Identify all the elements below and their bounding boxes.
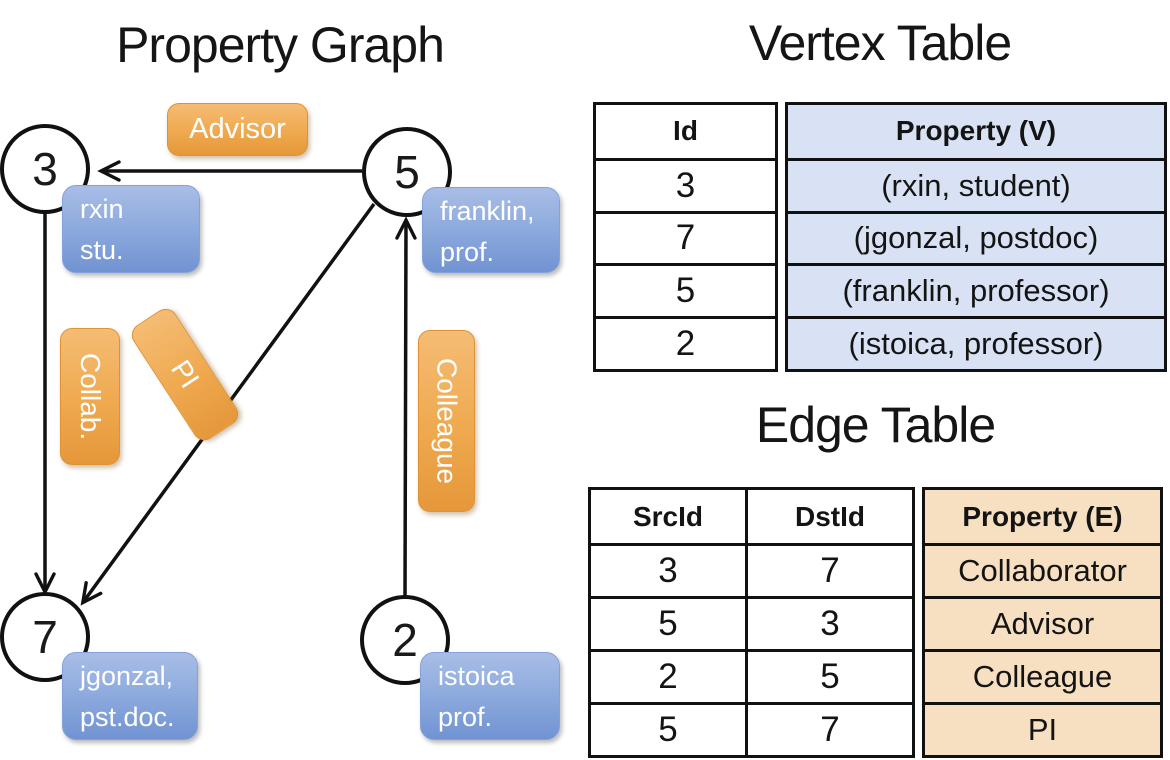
- node-id-label: 3: [32, 143, 58, 195]
- vertex-table-property-column: Property (V) (rxin, student) (jgonzal, p…: [785, 102, 1167, 372]
- edge-label-collab: Collab.: [60, 328, 120, 465]
- edge-table-src-cell: 3: [658, 551, 678, 590]
- vertex-property-line: jgonzal,: [80, 661, 174, 691]
- edge-table-header-srcid: SrcId: [632, 500, 704, 532]
- vertex-property-line: prof.: [440, 237, 495, 267]
- edge-table-dst-cell: 3: [745, 599, 912, 649]
- vertex-property-line: pst.doc.: [80, 702, 175, 732]
- edge-table-id-columns: SrcId DstId 3 7 5 3 2 5 5 7: [588, 487, 915, 758]
- vertex-table-property-cell: (rxin, student): [788, 157, 1164, 211]
- edge-table-dst-cell: 5: [745, 652, 912, 702]
- vertex-table-header-property: Property (V): [895, 115, 1057, 147]
- edge-table-src-cell: 5: [658, 710, 678, 749]
- node-circle-5: 5: [362, 127, 452, 217]
- edge-table-header-dstid: DstId: [745, 490, 912, 543]
- vertex-table-property-cell: (istoica, professor): [788, 316, 1164, 369]
- node-id-label: 2: [392, 614, 418, 666]
- node-id-label: 5: [394, 146, 420, 198]
- vertex-table-id-cell: 7: [596, 210, 775, 264]
- node-id-label: 7: [32, 611, 58, 663]
- edge-table-src-cell: 5: [658, 604, 678, 643]
- vertex-table-header-id: Id: [673, 115, 698, 147]
- edge-label-colleague: Colleague: [418, 330, 475, 512]
- vertex-property-box-franklin: franklin, prof.: [422, 187, 560, 273]
- vertex-property-box-istoica: istoica prof.: [420, 652, 560, 740]
- vertex-table-id-cell: 5: [596, 263, 775, 316]
- edge-table-property-cell: PI: [925, 702, 1160, 755]
- edge-arrow-2-to-5: [395, 216, 417, 599]
- edge-table-dst-cell: 7: [745, 546, 912, 596]
- vertex-property-line: stu.: [80, 235, 124, 265]
- vertex-table-id-column: Id 3 7 5 2: [593, 102, 778, 372]
- edge-table-header-property: Property (E): [962, 500, 1123, 532]
- node-circle-2: 2: [360, 595, 450, 685]
- vertex-property-line: rxin: [80, 194, 124, 224]
- vertex-property-line: istoica: [438, 661, 515, 691]
- vertex-table-id-cell: 3: [596, 157, 775, 211]
- edge-label-advisor: Advisor: [167, 103, 308, 156]
- vertex-table-property-cell: (jgonzal, postdoc): [788, 210, 1164, 264]
- edge-table-dst-cell: 7: [745, 705, 912, 755]
- vertex-table-id-cell: 2: [596, 316, 775, 369]
- vertex-table-title: Vertex Table: [748, 15, 1012, 71]
- property-graph-title: Property Graph: [116, 17, 445, 73]
- vertex-property-box-rxin: rxin stu.: [62, 185, 200, 273]
- vertex-property-line: prof.: [438, 702, 493, 732]
- edge-table-src-cell: 2: [658, 657, 678, 696]
- edge-table-property-cell: Collaborator: [925, 543, 1160, 596]
- vertex-table-property-cell: (franklin, professor): [788, 263, 1164, 316]
- edge-table-property-column: Property (E) Collaborator Advisor Collea…: [922, 487, 1163, 758]
- edge-table-property-cell: Colleague: [925, 649, 1160, 702]
- edge-table-title: Edge Table: [755, 397, 996, 453]
- vertex-property-line: franklin,: [440, 196, 535, 226]
- vertex-property-box-jgonzal: jgonzal, pst.doc.: [62, 652, 198, 740]
- edge-table-property-cell: Advisor: [925, 596, 1160, 649]
